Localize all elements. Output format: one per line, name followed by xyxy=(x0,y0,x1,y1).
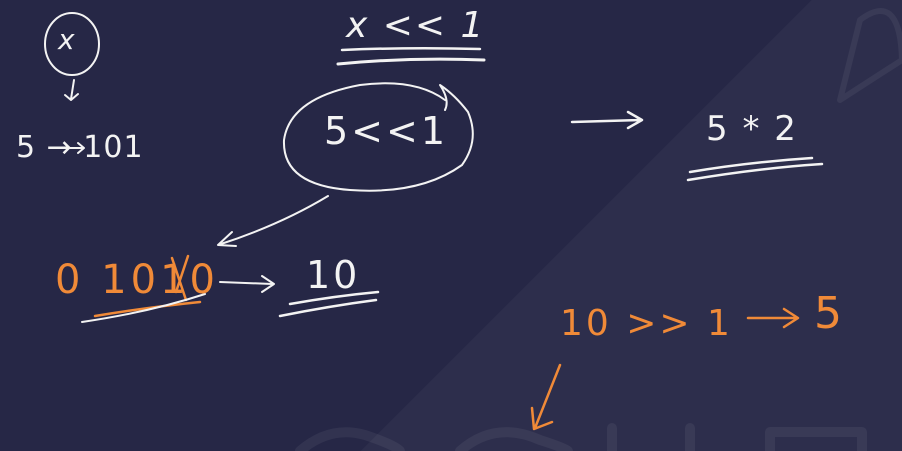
expr-ellipse xyxy=(282,82,474,192)
shift-arrow-icon xyxy=(746,307,800,329)
right-shift-expression: 10 >> 1 xyxy=(560,303,733,344)
result-underline xyxy=(688,156,814,174)
header-expression: x << 1 xyxy=(346,5,486,46)
dropped-bit-cross xyxy=(170,254,190,302)
result-expression: 5 * 2 xyxy=(706,109,798,149)
shifted-bits: 0 1010 xyxy=(55,257,219,303)
bits-arrow-icon xyxy=(219,275,275,293)
ten-underline-2 xyxy=(278,298,378,318)
ten-underline xyxy=(288,290,380,306)
watermark xyxy=(295,8,902,451)
right-shift-result: 5 xyxy=(814,288,842,339)
header-underline xyxy=(340,46,482,52)
down-left-arrow-icon xyxy=(530,363,562,431)
binary-of-five: 5 → 101 xyxy=(16,130,144,165)
down-arrow-icon xyxy=(64,79,79,101)
variable-label: x xyxy=(58,23,75,56)
header-underline-2 xyxy=(336,57,486,66)
right-arrow-icon xyxy=(570,110,644,130)
bits-underline-orange xyxy=(93,300,202,318)
result-underline-2 xyxy=(686,162,824,182)
shifted-value: 10 xyxy=(306,253,361,297)
variable-circle xyxy=(44,12,100,76)
circled-expression: 5<<1 xyxy=(324,109,449,153)
curved-arrow-icon xyxy=(217,195,329,247)
small-arrow-icon xyxy=(65,142,85,154)
bits-underline-white xyxy=(81,293,206,323)
